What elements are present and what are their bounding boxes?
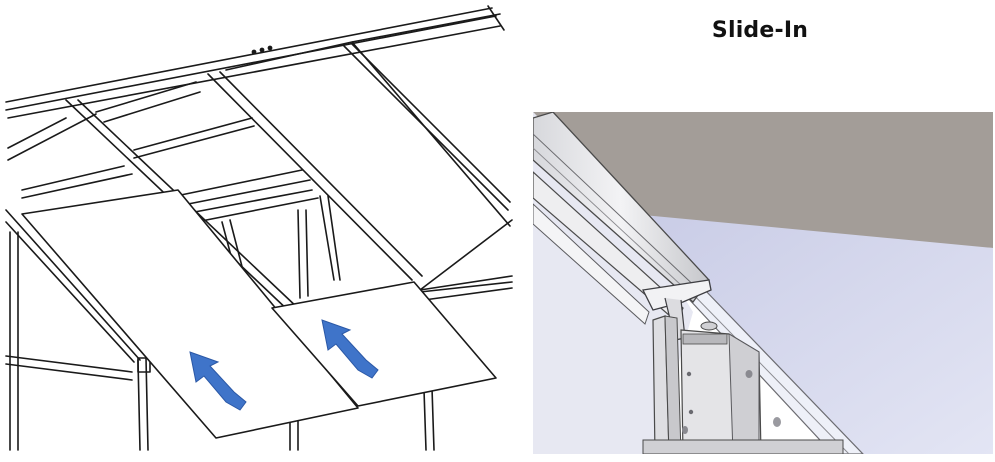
sliding-panel-right	[271, 281, 497, 407]
figure-heading: Slide-In	[711, 18, 809, 43]
rafter-2	[207, 71, 423, 281]
roof-line-drawing	[5, 5, 513, 451]
slide-in-profile-render	[533, 112, 993, 454]
up-right-arrow-icon	[321, 319, 379, 379]
ridge-beam	[5, 7, 501, 119]
sliding-panel-left	[21, 189, 359, 439]
rafter-3	[343, 43, 511, 211]
up-right-arrow-icon	[189, 351, 247, 411]
left-frame	[5, 209, 141, 363]
